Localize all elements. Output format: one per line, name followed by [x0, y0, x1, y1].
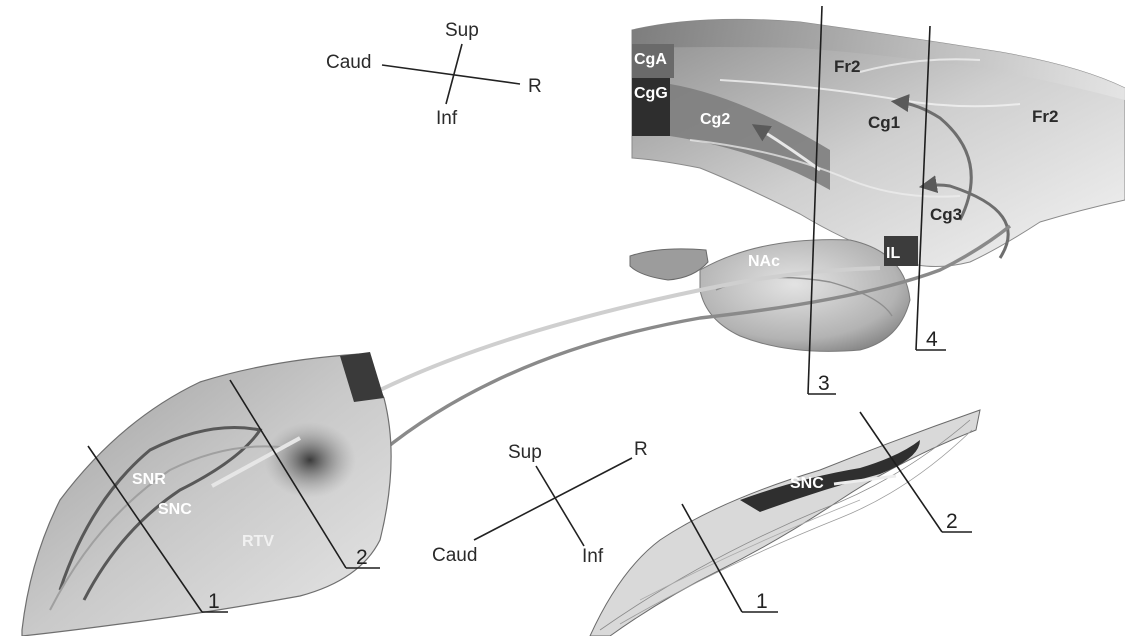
axis-label-inf-bottom: Inf: [582, 546, 604, 567]
axis-caud-r-top: [382, 65, 520, 84]
olfactory-tubercle-shape: [630, 249, 708, 280]
label-rtv: RTV: [242, 533, 274, 550]
axis-label-r-top: R: [528, 76, 542, 97]
midbrain-surface: [22, 354, 391, 636]
label-fr2-b: Fr2: [1032, 107, 1058, 126]
label-nac: NAc: [748, 253, 780, 270]
label-il: IL: [886, 245, 900, 262]
striatum-group: NAc IL: [630, 236, 918, 351]
label-snr: SNR: [132, 471, 166, 488]
orientation-axes-bottom: Sup R Caud Inf: [432, 439, 648, 567]
axis-label-caud-top: Caud: [326, 52, 371, 73]
slab-section-number-1: 1: [756, 590, 768, 613]
midbrain-block: SNR SNC RTV: [22, 352, 391, 636]
label-cga: CgA: [634, 51, 667, 68]
label-cg2: Cg2: [700, 111, 730, 128]
midbrain-section-number-1: 1: [208, 590, 220, 613]
label-fr2-a: Fr2: [834, 57, 860, 76]
slab-block: SNC: [590, 410, 980, 636]
axis-caud-r-bottom: [474, 458, 632, 540]
label-cg3: Cg3: [930, 205, 962, 224]
axis-label-caud-bottom: Caud: [432, 545, 477, 566]
axis-label-r-bottom: R: [634, 439, 648, 460]
midbrain-shadow: [264, 422, 356, 498]
label-snc-slab: SNC: [790, 475, 824, 492]
axis-label-inf-top: Inf: [436, 108, 458, 129]
label-snc-midbrain: SNC: [158, 501, 192, 518]
axis-sup-inf-bottom: [536, 466, 584, 546]
slab-surface: [590, 410, 980, 636]
section-number-3: 3: [818, 372, 830, 395]
nac-body: [700, 240, 910, 352]
axis-label-sup-top: Sup: [445, 20, 479, 41]
section-number-4: 4: [926, 328, 938, 351]
axis-label-sup-bottom: Sup: [508, 442, 542, 463]
label-cgg: CgG: [634, 85, 668, 102]
slab-section-number-2: 2: [946, 510, 958, 533]
midbrain-section-number-2: 2: [356, 546, 368, 569]
cortex-block: CgA CgG Cg2 Fr2 Fr2 Cg1 Cg3: [632, 19, 1125, 266]
orientation-axes-top: Sup Caud R Inf: [326, 20, 542, 129]
label-cg1: Cg1: [868, 113, 900, 132]
